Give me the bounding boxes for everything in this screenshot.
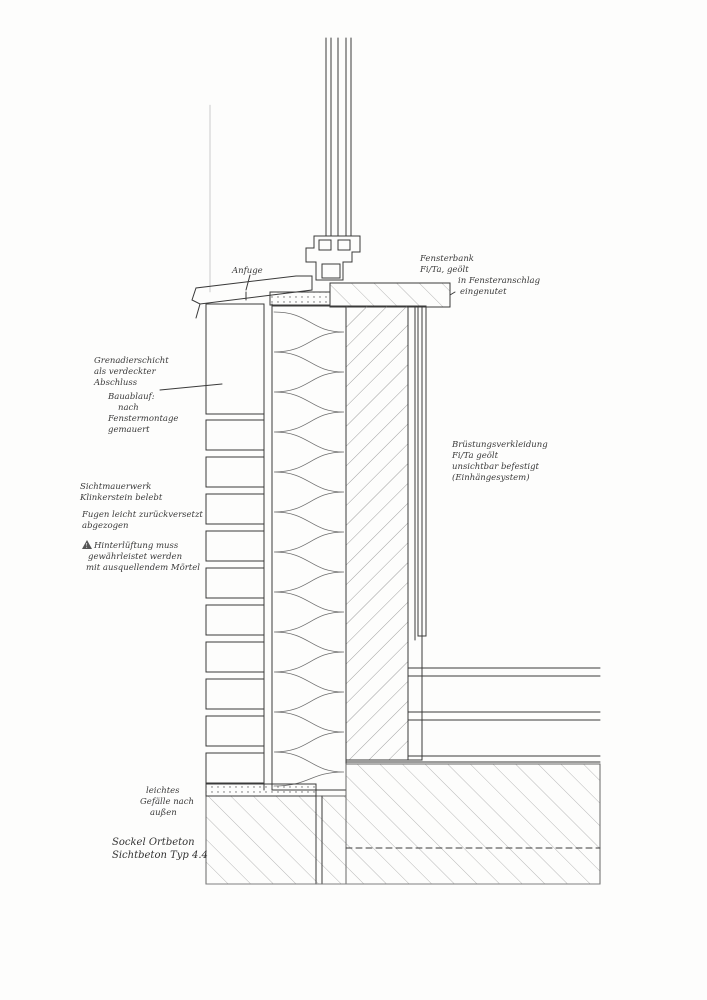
window-frame — [305, 37, 361, 281]
annotation-fensterbank: Fensterbank Fi/Ta, geölt in Fensteransch… — [420, 254, 541, 297]
plinth-concrete — [345, 763, 601, 885]
warning-icon — [82, 540, 92, 552]
plinth-base — [205, 795, 347, 885]
insulation-layer — [271, 305, 347, 791]
floor-build-up — [345, 667, 601, 763]
brick-courses — [205, 419, 265, 784]
annotation-brustung: Brüstungsverkleidung Fi/Ta geölt unsicht… — [452, 440, 548, 483]
annotation-anfuge: Anfuge — [232, 266, 263, 276]
annotation-sichtmauerwerk: Sichtmauerwerk Klinkerstein belebt — [80, 482, 163, 503]
annotation-fuge: Fugen leicht zurückversetzt abgezogen — [82, 510, 203, 531]
drawing-title: Sockel Ortbeton Sichtbeton Typ 4.4 — [112, 837, 208, 861]
annotation-bauablauf: Bauablauf: nach Fenstermontage gemauert — [108, 392, 179, 435]
annotation-hinterluftung: Hinterlüftung muss gewährleistet werden … — [82, 540, 200, 574]
grenadier-course — [205, 303, 265, 415]
concrete-wall — [345, 305, 409, 761]
annotation-grenadierschicht: Grenadierschicht als verdeckter Abschlus… — [94, 356, 169, 388]
annotation-gefalle: leichtes Gefälle nach außen — [140, 786, 194, 818]
insulation-squiggle — [273, 311, 345, 787]
